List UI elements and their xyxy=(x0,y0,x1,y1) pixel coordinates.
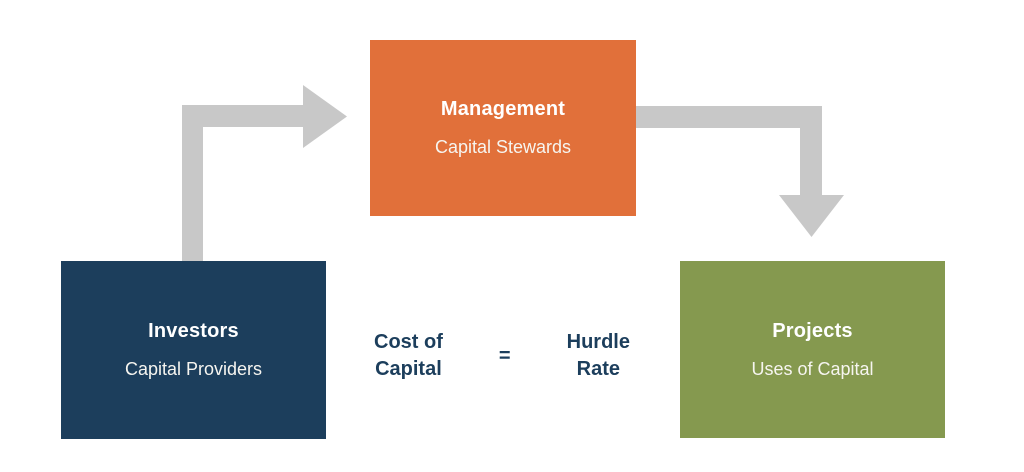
equation-right-line1: Hurdle xyxy=(566,331,630,353)
node-management-subtitle: Capital Stewards xyxy=(434,137,572,157)
arrow-investors-to-management-icon xyxy=(182,85,347,261)
node-projects-subtitle: Uses of Capital xyxy=(751,358,874,379)
node-projects-title: Projects xyxy=(772,319,853,342)
equals-sign: = xyxy=(498,344,511,367)
equation-left-term: Cost of Capital xyxy=(374,329,443,383)
equation-right-line2: Rate xyxy=(576,358,620,380)
node-investors-subtitle: Capital Providers xyxy=(124,359,263,379)
node-management: Management Capital Stewards xyxy=(370,40,636,216)
equation-right-term: Hurdle Rate xyxy=(567,329,630,383)
arrow-management-to-projects-icon xyxy=(636,106,844,237)
equation-left-line1: Cost of xyxy=(374,331,443,353)
cost-of-capital-equation: Cost of Capital = Hurdle Rate xyxy=(374,329,630,383)
node-investors: Investors Capital Providers xyxy=(61,261,326,439)
equation-left-line2: Capital xyxy=(375,358,442,380)
node-projects: Projects Uses of Capital xyxy=(680,261,945,438)
node-investors-title: Investors xyxy=(148,320,239,342)
node-management-title: Management xyxy=(440,98,566,120)
